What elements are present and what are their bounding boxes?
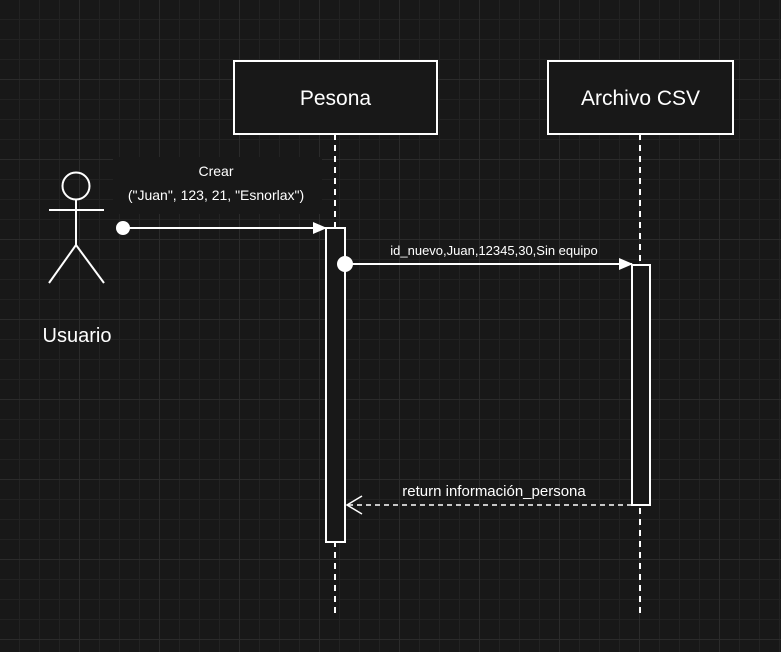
- actor-head-icon: [61, 171, 91, 201]
- archivo-activation: [631, 264, 651, 506]
- message-guardar[interactable]: id_nuevo,Juan,12345,30,Sin equipo: [337, 243, 633, 272]
- message-crear[interactable]: Crear ("Juan", 123, 21, "Esnorlax"): [113, 157, 327, 235]
- crear-args-label: ("Juan", 123, 21, "Esnorlax"): [128, 187, 304, 203]
- archivo-label: Archivo CSV: [581, 87, 700, 110]
- usuario-actor[interactable]: Usuario: [43, 171, 112, 348]
- guardar-label: id_nuevo,Juan,12345,30,Sin equipo: [390, 243, 597, 258]
- persona-activation: [325, 227, 346, 543]
- archivo-participant[interactable]: Archivo CSV: [547, 60, 734, 135]
- crear-label: Crear: [198, 163, 233, 179]
- message-retorno[interactable]: return información_persona: [345, 483, 632, 515]
- retorno-label: return información_persona: [402, 483, 586, 500]
- actor-label: Usuario: [43, 325, 112, 347]
- persona-label: Pesona: [300, 87, 372, 110]
- persona-participant[interactable]: Pesona: [233, 60, 438, 135]
